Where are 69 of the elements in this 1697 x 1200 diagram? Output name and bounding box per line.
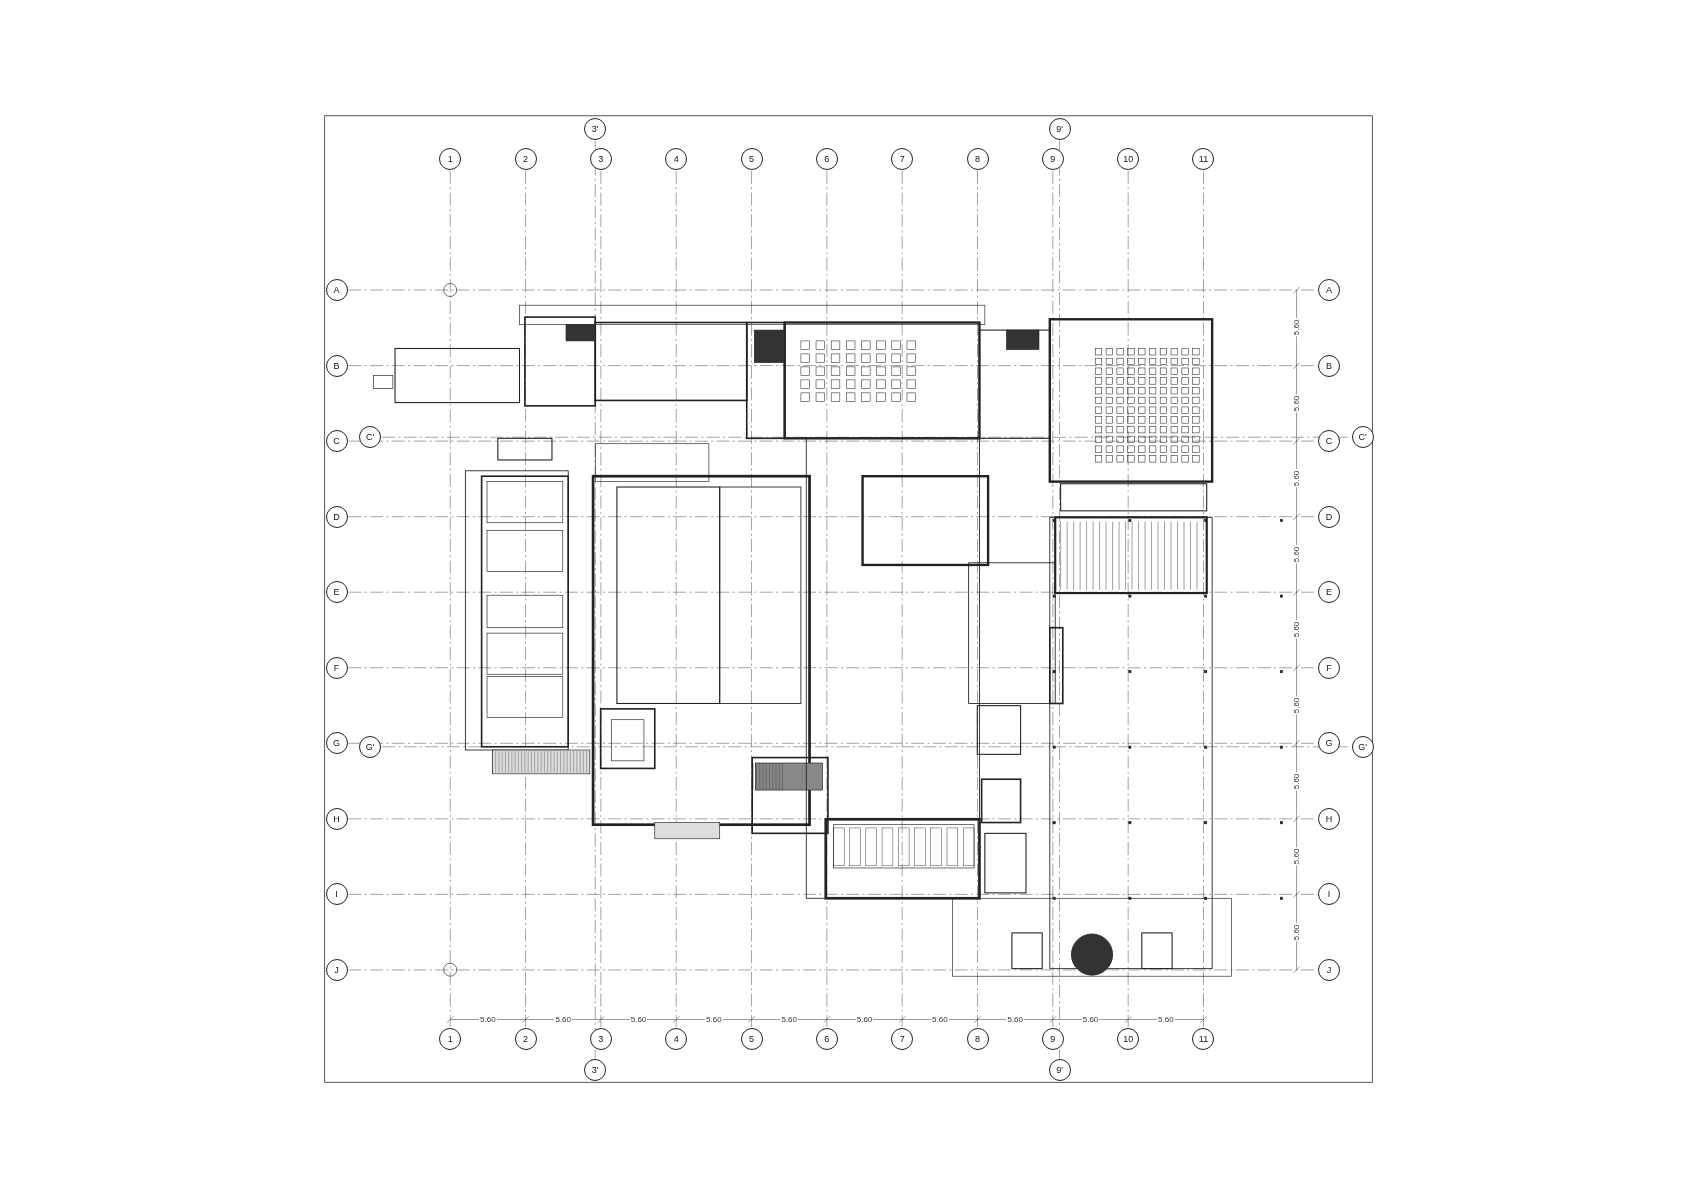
dimension-label: 5.60 <box>1006 1015 1024 1024</box>
dimension-label: 5.60 <box>1292 621 1302 639</box>
grid-label: 10 <box>1117 1027 1140 1050</box>
grid-label: 2 <box>514 1027 537 1050</box>
grid-label: C' <box>359 426 382 449</box>
dimension-label: 5.60 <box>1292 847 1302 866</box>
dimension-label: 5.60 <box>554 1015 572 1024</box>
dimension-label: 5.60 <box>931 1015 949 1024</box>
grid-label: 9' <box>1048 117 1071 140</box>
grid-label: 10 <box>1117 148 1140 171</box>
grid-label: G <box>325 732 348 755</box>
grid-label: 9' <box>1048 1059 1071 1082</box>
dimension-label: 5.60 <box>1157 1015 1175 1024</box>
dimension-label: 5.60 <box>1292 923 1302 941</box>
grid-label: 3' <box>584 117 607 140</box>
grid-label: J <box>325 958 348 981</box>
grid-label: 3' <box>584 1059 607 1082</box>
grid-label: 5 <box>740 1027 763 1050</box>
grid-label: J <box>1318 958 1340 981</box>
grid-label: 9 <box>1041 148 1064 171</box>
grid-label: F <box>325 656 348 679</box>
grid-label: H <box>325 807 348 830</box>
grid-label: 9 <box>1041 1027 1064 1050</box>
dimension-label: 5.60 <box>1292 470 1302 488</box>
grid-label: 1 <box>439 148 462 171</box>
dimension-label: 5.60 <box>780 1015 798 1024</box>
grid-label: I <box>1318 883 1340 906</box>
grid-label: A <box>1318 279 1340 302</box>
grid-label: 3 <box>589 1027 612 1050</box>
grid-label: 1 <box>439 1027 462 1050</box>
grid-label: 4 <box>665 1027 688 1050</box>
dimension-label: 5.60 <box>629 1015 648 1024</box>
grid-label: 8 <box>966 1027 989 1050</box>
grid-label: 11 <box>1192 148 1215 171</box>
grid-label: 7 <box>891 148 914 171</box>
grid-label: G' <box>1351 735 1374 758</box>
dimension-label: 5.60 <box>479 1015 497 1024</box>
grid-label: C <box>1318 430 1340 453</box>
dimension-label: 5.60 <box>705 1015 723 1024</box>
grid-label: 6 <box>815 148 838 171</box>
grid-label: I <box>325 883 348 906</box>
dimension-label: 5.60 <box>1292 545 1302 564</box>
dimension-label: 5.60 <box>1292 696 1302 715</box>
grid-label: D <box>325 505 348 528</box>
dimension-label: 5.60 <box>1292 319 1302 337</box>
grid-label: 5 <box>740 148 763 171</box>
grid-label: 2 <box>514 148 537 171</box>
grid-label: 11 <box>1192 1027 1215 1050</box>
grid-label: D <box>1318 505 1340 528</box>
dimension-label: 5.60 <box>1292 394 1302 413</box>
grid-label: A <box>325 279 348 302</box>
grid-label: 7 <box>891 1027 914 1050</box>
grid-label: E <box>325 581 348 604</box>
grid-label: 6 <box>815 1027 838 1050</box>
grid-label: B <box>325 354 348 377</box>
grid-label: 4 <box>665 148 688 171</box>
grid-label: G <box>1318 732 1340 755</box>
dimension-label: 5.60 <box>1292 772 1302 790</box>
grid-label: E <box>1318 581 1340 604</box>
grid-label: C' <box>1351 426 1374 449</box>
grid-label: 3 <box>589 148 612 171</box>
dimension-label: 5.60 <box>855 1015 874 1024</box>
dimension-label: 5.60 <box>1081 1015 1100 1024</box>
grid-label: H <box>1318 807 1340 830</box>
grid-label: G' <box>359 735 382 758</box>
grid-label: C <box>325 430 348 453</box>
grid-label: F <box>1318 656 1340 679</box>
grid-label: 8 <box>966 148 989 171</box>
grid-label: B <box>1318 354 1340 377</box>
